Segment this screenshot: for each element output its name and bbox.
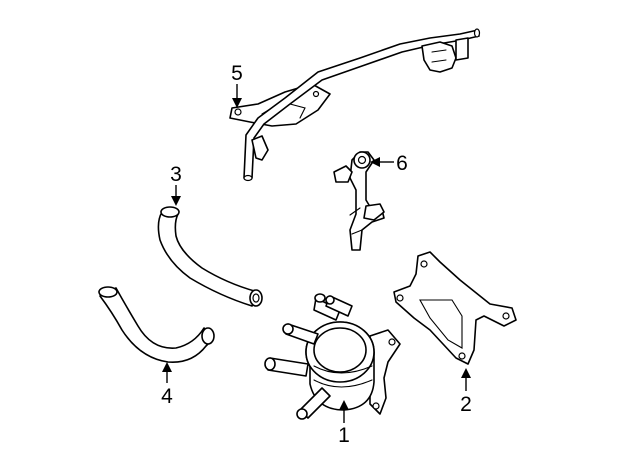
part-6-hose-with-clamps — [333, 151, 385, 251]
callout-6: 6 — [396, 152, 408, 175]
callout-3: 3 — [170, 163, 182, 186]
part-1-oil-cooler — [264, 293, 401, 420]
part-4-hose — [98, 286, 215, 363]
callout-4: 4 — [161, 385, 173, 408]
callout-2: 2 — [460, 393, 472, 416]
leader-lines — [162, 84, 471, 423]
arrow-4 — [162, 362, 172, 372]
part-3-hose — [157, 206, 263, 307]
arrow-1 — [339, 400, 349, 410]
arrow-3 — [171, 196, 181, 206]
callout-5: 5 — [231, 62, 243, 85]
arrow-5 — [232, 98, 242, 108]
part-2-bracket — [393, 251, 517, 365]
callout-1: 1 — [338, 424, 350, 447]
arrow-2 — [461, 368, 471, 378]
part-5-pipe-assembly — [229, 28, 481, 182]
arrow-6 — [370, 157, 380, 167]
